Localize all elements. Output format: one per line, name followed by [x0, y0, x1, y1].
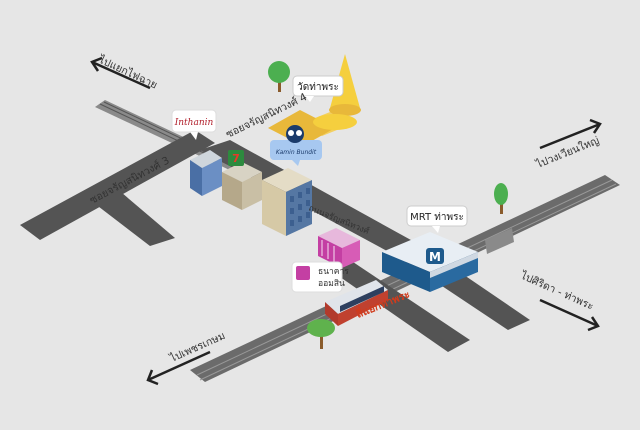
building-hotel — [262, 168, 312, 236]
inthanin-sign: Inthanin — [171, 109, 217, 140]
tree-temple — [268, 61, 290, 92]
bank-callout: ธนาคาร ออมสิน — [291, 261, 349, 293]
inthanin-logo: Inthanin — [174, 118, 214, 128]
direction-sirindhorn: ไปศิริดา - ท่าพระ — [518, 268, 596, 312]
arrow-to-phai-chai — [90, 56, 151, 90]
bank-label-line1: ธนาคาร — [318, 267, 349, 277]
mrt-logo: M — [429, 250, 441, 264]
seven-eleven-logo: 7 — [232, 152, 240, 165]
tree-right — [494, 183, 508, 214]
hotel-logo-text: Kamin Bundit — [276, 149, 317, 156]
arrow-to-phet-kasem — [146, 350, 211, 386]
road-label-soi-3: ซอยจรัญสนิทวงศ์ 3 — [87, 154, 171, 207]
mrt-station: M — [382, 232, 478, 292]
train — [325, 280, 388, 326]
tree-bottom — [307, 319, 335, 349]
road-soi-3 — [20, 130, 215, 246]
arrow-to-sirindhorn — [539, 298, 600, 332]
building-inthanin — [190, 150, 222, 196]
temple-label: วัดท่าพระ — [297, 82, 339, 93]
temple-callout: วัดท่าพระ — [292, 75, 344, 102]
mrt-callout: MRT ท่าพระ — [406, 205, 468, 233]
hotel-sign: Kamin Bundit — [270, 125, 322, 166]
bank-label-line2: ออมสิน — [318, 279, 345, 289]
direction-phai-chai: ไปแยกไฟฉาย — [96, 53, 160, 92]
arrow-to-wongwian-yai — [539, 118, 602, 150]
direction-wongwian-yai: ไปวงเวียนใหญ่ — [533, 134, 601, 171]
wall-block — [485, 228, 514, 254]
bank-building — [318, 228, 360, 268]
seven-eleven-shop: 7 — [222, 150, 262, 210]
mrt-label: MRT ท่าพระ — [410, 212, 464, 223]
